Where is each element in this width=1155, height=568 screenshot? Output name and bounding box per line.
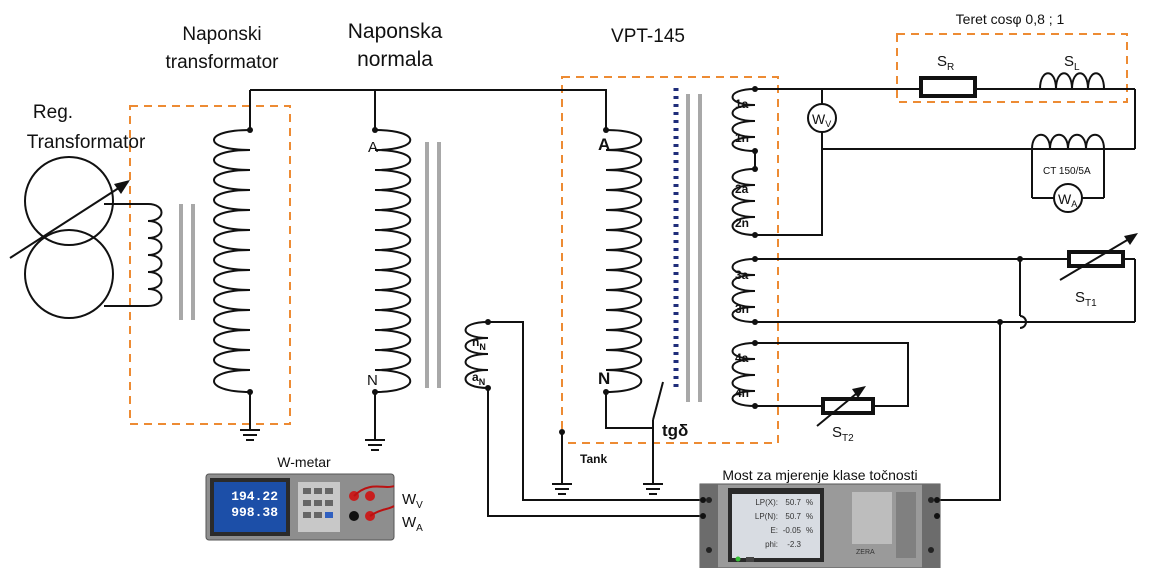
wmetar-label: W-metar	[277, 454, 331, 470]
vpt-primary-winding	[605, 129, 642, 393]
accuracy-bridge-instrument: ZERA	[699, 483, 941, 568]
terminal-3a: 3a	[735, 268, 749, 282]
vpt-a-label: A	[598, 135, 610, 154]
wa-meter-symbol	[1053, 183, 1083, 213]
wmetar-value-1: 194.22	[231, 489, 278, 504]
bridge-row-name: LP(X):	[755, 498, 778, 507]
naponski-title-2: transformator	[166, 52, 280, 73]
secondary-1-winding	[731, 88, 756, 152]
bridge-row-value: 50.7	[785, 512, 801, 521]
bridge-screen	[732, 494, 820, 558]
ground-1	[240, 429, 260, 441]
wa-symbol-label: WA	[1058, 191, 1077, 209]
bridge-row-unit: %	[806, 498, 813, 507]
terminal-2n: 2n	[735, 216, 749, 230]
secondary-2-winding	[731, 168, 756, 236]
standard-secondary-winding	[464, 321, 489, 389]
wa-instrument-label: WA	[402, 514, 423, 534]
voltage-standard-winding	[374, 129, 411, 393]
terminal-1n: 1n	[735, 131, 749, 145]
normala-title-2: normala	[357, 48, 433, 71]
vpt-n-label: N	[598, 369, 610, 388]
bridge-row-value: -2.3	[787, 540, 801, 549]
bridge-row-unit: %	[806, 526, 813, 535]
voltage-transformer-winding	[213, 129, 251, 393]
wv-meter-symbol	[807, 103, 837, 133]
prim-a-label: A	[368, 139, 378, 156]
sl-label: SL	[1064, 53, 1080, 73]
voltage-transformer-box	[129, 105, 291, 425]
bridge-row-name: E:	[770, 526, 778, 535]
reg-title-2: Transformator	[27, 132, 146, 153]
load-title: Teret cosφ 0,8 ; 1	[956, 11, 1065, 27]
bridge-row-name: phi:	[765, 540, 778, 549]
normala-title-1: Naponska	[348, 20, 443, 43]
terminal-an: aN	[472, 370, 485, 387]
tg-delta-label: tgδ	[662, 421, 688, 440]
ground-2	[365, 439, 385, 451]
sr-label: SR	[937, 53, 954, 73]
vpt-title: VPT-145	[611, 26, 685, 47]
wmetar-instrument: 194.22 998.38	[205, 473, 395, 541]
resistor-sr	[919, 76, 977, 98]
st1-label: ST1	[1075, 289, 1097, 309]
bridge-readout: LP(X): 50.7 % LP(N): 50.7 % E: -0.05 % p…	[755, 498, 813, 549]
bridge-row-name: LP(N):	[755, 512, 778, 521]
st2-label: ST2	[832, 424, 854, 444]
ground-tgd	[643, 483, 663, 495]
terminal-1a: 1a	[735, 97, 749, 111]
load-box	[896, 33, 1128, 103]
ct-winding	[1031, 133, 1105, 150]
terminal-4n: 4n	[735, 386, 749, 400]
tank-label: Tank	[580, 452, 607, 466]
svg-text:ZERA: ZERA	[856, 549, 875, 556]
regulating-transformer-symbol	[9, 156, 163, 319]
terminal-3n: 3n	[735, 302, 749, 316]
bridge-label: Most za mjerenje klase točnosti	[722, 467, 917, 483]
reg-title-1: Reg.	[33, 102, 73, 123]
wmetar-screen	[214, 482, 286, 532]
terminal-4a: 4a	[735, 351, 749, 365]
wmetar-value-2: 998.38	[231, 505, 278, 520]
naponski-title-1: Naponski	[182, 24, 261, 45]
inductor-sl	[1039, 72, 1105, 90]
bridge-row-value: -0.05	[783, 526, 802, 535]
bridge-row-value: 50.7	[785, 498, 801, 507]
wv-symbol-label: WV	[812, 111, 831, 129]
secondary-3-winding	[731, 258, 756, 323]
ct-label: CT 150/5A	[1043, 166, 1091, 177]
bridge-row-unit: %	[806, 512, 813, 521]
secondary-4-winding	[731, 342, 756, 407]
terminal-2a: 2a	[735, 182, 749, 196]
terminal-nn: nN	[472, 335, 486, 352]
ground-tank	[552, 483, 572, 495]
wv-instrument-label: WV	[402, 491, 423, 511]
prim-n-label: N	[367, 372, 378, 389]
